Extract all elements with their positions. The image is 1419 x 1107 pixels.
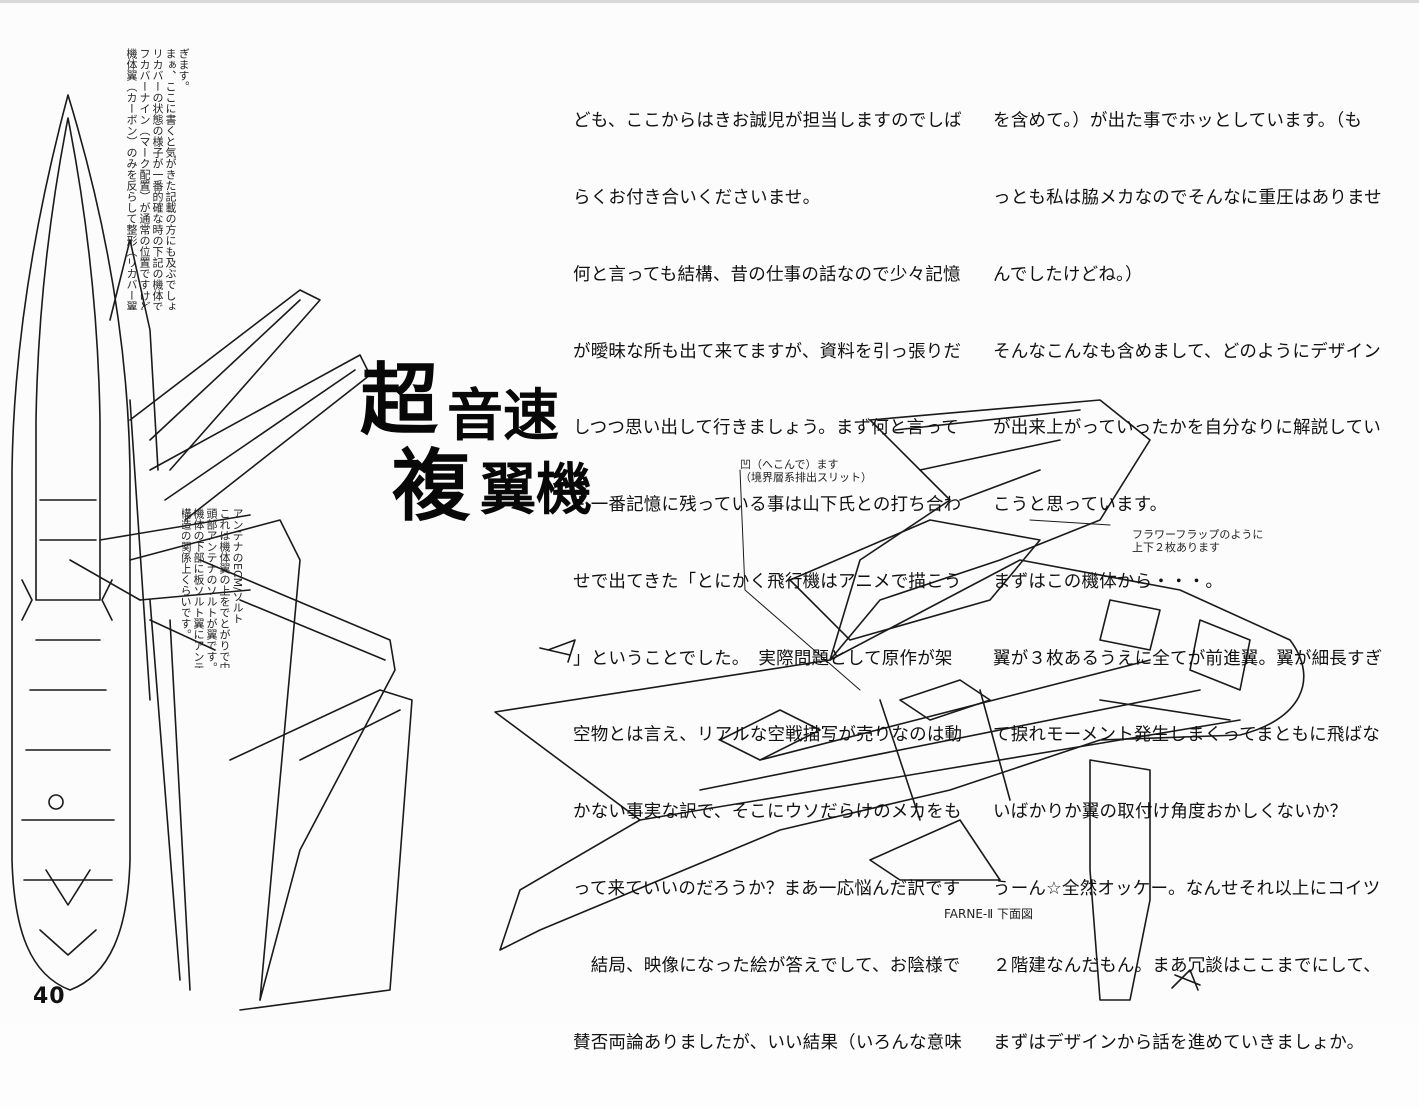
text-line: しつつ思い出して行きましょう。まず何と言って [573, 418, 959, 439]
text-line: いばかりか翼の取付け角度おかしくないか？ [993, 802, 1348, 823]
right-text-column: を含めて。）が出た事でホッとしています。（も っとも私は脇メカなのでそんなに重圧… [993, 58, 1382, 1107]
scanned-page: ども、ここからはきお誠児が担当しますのでしば らくお付き合いくださいませ。 何と… [0, 0, 1419, 1053]
text-line: うーん☆全然オッケー。なんせそれ以上にコイツ [993, 879, 1381, 899]
text-line: 空物とは言え、リアルな空戦描写が売りなのは動 [573, 725, 963, 746]
page-edge [0, 0, 1419, 3]
text-line: って来ていいのだろうか？まあ一応悩んだ訳です [573, 879, 961, 899]
title-text: 翼機 [480, 457, 592, 523]
text-line: も一番記憶に残っている事は山下氏との打ち合わ [573, 495, 962, 516]
title-text: 音速 [447, 383, 559, 449]
text-line: 何と言っても結構、昔の仕事の話なので少々記憶 [573, 264, 961, 285]
text-line: ２階建なんだもん。まあ冗談はここまでにして、 [993, 955, 1381, 976]
vent-slit-note: 凹（へこんで）ます （境界層系排出スリット） [740, 458, 872, 484]
text-line: そんなこんなも含めまして、どのようにデザイン [993, 341, 1381, 362]
text-line: が出来上がっていったかを自分なりに解説してい [993, 418, 1381, 439]
text-line: んでしたけどね。） [993, 264, 1143, 285]
text-line: が曖昧な所も出て来てますが、資料を引っ張りだ [573, 341, 962, 362]
text-line: て捩れモーメント発生しまくってまともに飛ばな [993, 725, 1380, 746]
text-line: 翼が３枚あるうえに全てが前進翼。翼が細長すぎ [993, 648, 1383, 669]
page-number: 40 [33, 984, 66, 1009]
text-line: まずはこの機体から・・・。 [993, 571, 1224, 592]
text-line: 結局、映像になった絵が答えでして、お陰様で [573, 955, 961, 976]
aircraft-underside-drawing [494, 399, 1305, 1001]
text-line: らくお付き合いくださいませ。 [573, 187, 821, 208]
text-line: こうと思っています。 [993, 495, 1168, 516]
aircraft-top-view-drawing [11, 94, 413, 1011]
handwritten-note-vertical: ぎます。 まぁ、ここに書くと気がきた記載の方にも及ぶでしょうが少しだけ書いときま… [126, 48, 190, 310]
middle-text-column: ども、ここからはきお誠児が担当しますのでしば らくお付き合いくださいませ。 何と… [573, 58, 962, 1107]
text-line: を含めて。）が出た事でホッとしています。（も [993, 111, 1363, 132]
text-line: っとも私は脇メカなのでそんなに重圧はありませ [993, 187, 1382, 208]
drawing-caption: FARNE-Ⅱ 下面図 [944, 907, 1033, 921]
title-char: 超 [360, 355, 439, 446]
title-char: 複 [392, 441, 471, 532]
text-line: 賛否両論ありましたが、いい結果（いろんな意味 [573, 1032, 963, 1053]
text-line: せで出てきた「とにかく飛行機はアニメで描こう [573, 571, 962, 592]
text-line: 」ということでした。 実際問題として原作が架 [573, 648, 953, 669]
text-line: かない事実な訳で、そこにウソだらけのメカをも [573, 802, 962, 823]
text-line: ども、ここからはきお誠児が担当しますのでしば [573, 111, 962, 132]
line-art [11, 94, 1305, 1011]
ecm-antenna-note: アンテナのECM/ソルト これは機体翼の上をでとがりで中を入れてます 頭部アンテ… [182, 508, 244, 668]
flap-note: フラワーフラップのように 上下２枚あります [1132, 528, 1264, 554]
text-line: まずはデザインから話を進めていきましょか。 [993, 1032, 1365, 1053]
